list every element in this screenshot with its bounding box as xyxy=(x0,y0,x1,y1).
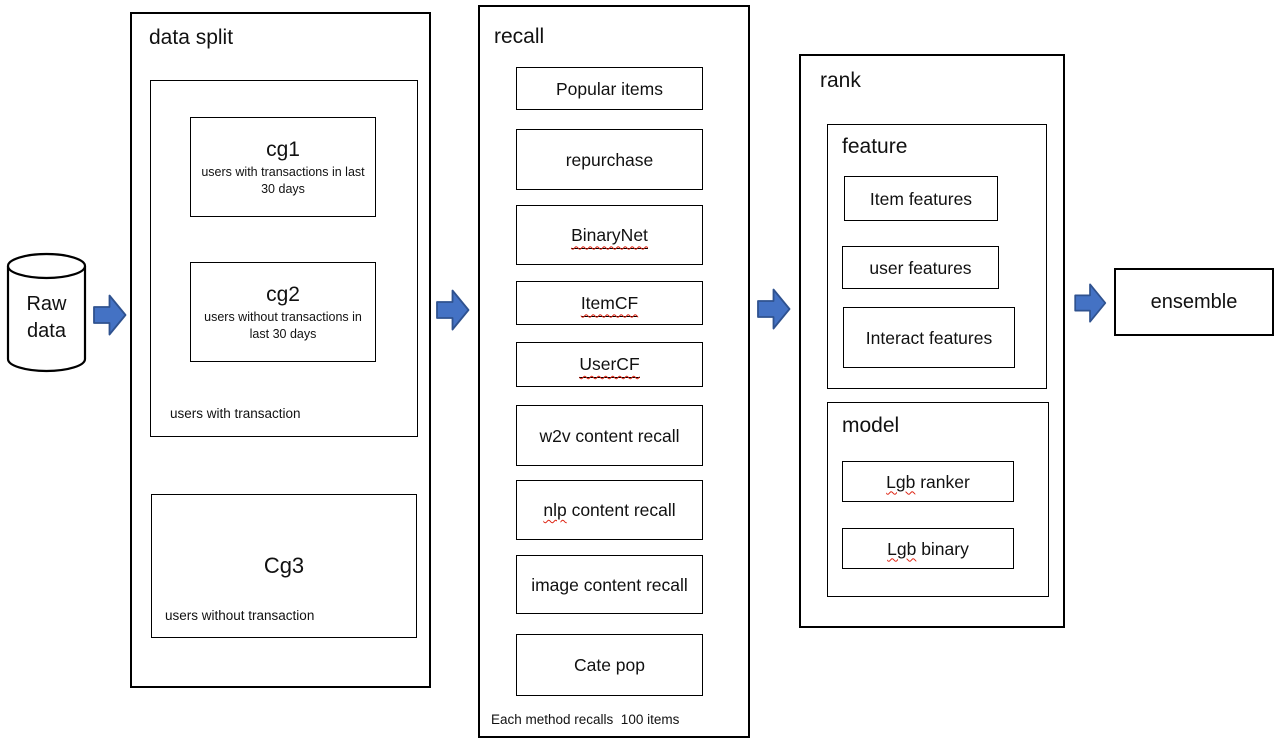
raw-data-label: Raw data xyxy=(26,292,67,342)
recall-item-cate-pop: Cate pop xyxy=(516,634,703,696)
feature-item-label: user features xyxy=(869,257,972,278)
cg3-title: Cg3 xyxy=(263,553,305,578)
recall-item-label: Cate pop xyxy=(573,655,646,675)
cg2-title: cg2 xyxy=(266,282,300,306)
recall-item-popular-items: Popular items xyxy=(516,67,703,110)
user-features-box: user features xyxy=(842,246,999,289)
nlp-rest: content recall xyxy=(566,500,676,520)
recall-footnote: Each method recalls 100 items xyxy=(491,712,680,727)
feature-item-label: Item features xyxy=(869,188,973,209)
recall-item-itemcf: ItemCF xyxy=(516,281,703,325)
flow-arrow-icon xyxy=(1074,283,1107,323)
recall-item-label: BinaryNet xyxy=(571,222,648,249)
recall-item-usercf: UserCF xyxy=(516,342,703,387)
lgb-binary-box: Lgb binary xyxy=(842,528,1014,569)
ensemble-label: ensemble xyxy=(1150,290,1238,313)
recall-item-label: repurchase xyxy=(565,149,654,170)
rank-section: rank feature Item features user features… xyxy=(799,54,1065,628)
raw-data-store: Raw data xyxy=(6,252,87,373)
lgb-ranker-box: Lgb ranker xyxy=(842,461,1014,502)
recall-item-label: nlp content recall xyxy=(543,497,675,523)
with-transaction-group-box: cg1 users with transactions in last 30 d… xyxy=(150,80,418,437)
feature-item-label: Interact features xyxy=(865,327,993,348)
interact-features-box: Interact features xyxy=(843,307,1015,368)
rank-title: rank xyxy=(820,69,861,92)
recall-item-label: w2v content recall xyxy=(539,425,680,446)
recall-item-label: ItemCF xyxy=(580,290,639,317)
recall-title: recall xyxy=(494,25,545,48)
lgb-word: Lgb xyxy=(887,538,917,559)
flow-arrow-icon xyxy=(436,289,470,331)
flow-arrow-icon xyxy=(93,294,127,336)
without-transaction-label: users without transaction xyxy=(165,608,315,623)
lgb-rest: binary xyxy=(916,538,969,559)
lgb-rest: ranker xyxy=(915,471,970,492)
cg1-box: cg1 users with transactions in last 30 d… xyxy=(190,117,376,217)
recall-item-label: image content recall xyxy=(531,574,688,595)
lgb-word: Lgb xyxy=(886,471,916,492)
flow-arrow-icon xyxy=(757,288,791,330)
feature-title: feature xyxy=(842,135,908,158)
data-split-section: data split cg1 users with transactions i… xyxy=(130,12,431,688)
cg2-box: cg2 users without transactions in last 3… xyxy=(190,262,376,362)
recall-item-nlp-content: nlp content recall xyxy=(516,480,703,540)
recall-item-binarynet: BinaryNet xyxy=(516,205,703,265)
recall-item-image-content: image content recall xyxy=(516,555,703,614)
item-features-box: Item features xyxy=(844,176,998,221)
recall-section: recall Popular items repurchase BinaryNe… xyxy=(478,5,750,738)
model-title: model xyxy=(842,414,900,437)
recall-item-repurchase: repurchase xyxy=(516,129,703,190)
with-transaction-label: users with transaction xyxy=(170,406,301,421)
feature-group-box: feature Item features user features Inte… xyxy=(827,124,1047,389)
nlp-word: nlp xyxy=(543,500,567,520)
model-item-label: Lgb ranker xyxy=(886,469,970,495)
model-item-label: Lgb binary xyxy=(887,536,969,562)
recall-item-w2v-content: w2v content recall xyxy=(516,405,703,466)
database-cylinder-icon xyxy=(6,252,87,373)
cg1-subtitle: users with transactions in last 30 days xyxy=(201,164,365,196)
recall-item-label: UserCF xyxy=(579,351,640,378)
cg1-title: cg1 xyxy=(266,137,300,161)
model-group-box: model Lgb ranker Lgb binary xyxy=(827,402,1049,597)
cg3-box: Cg3 users without transaction xyxy=(151,494,417,638)
ensemble-box: ensemble xyxy=(1114,268,1274,336)
data-split-title: data split xyxy=(149,26,234,49)
recall-item-label: Popular items xyxy=(556,78,663,99)
cg2-subtitle: users without transactions in last 30 da… xyxy=(204,309,362,341)
